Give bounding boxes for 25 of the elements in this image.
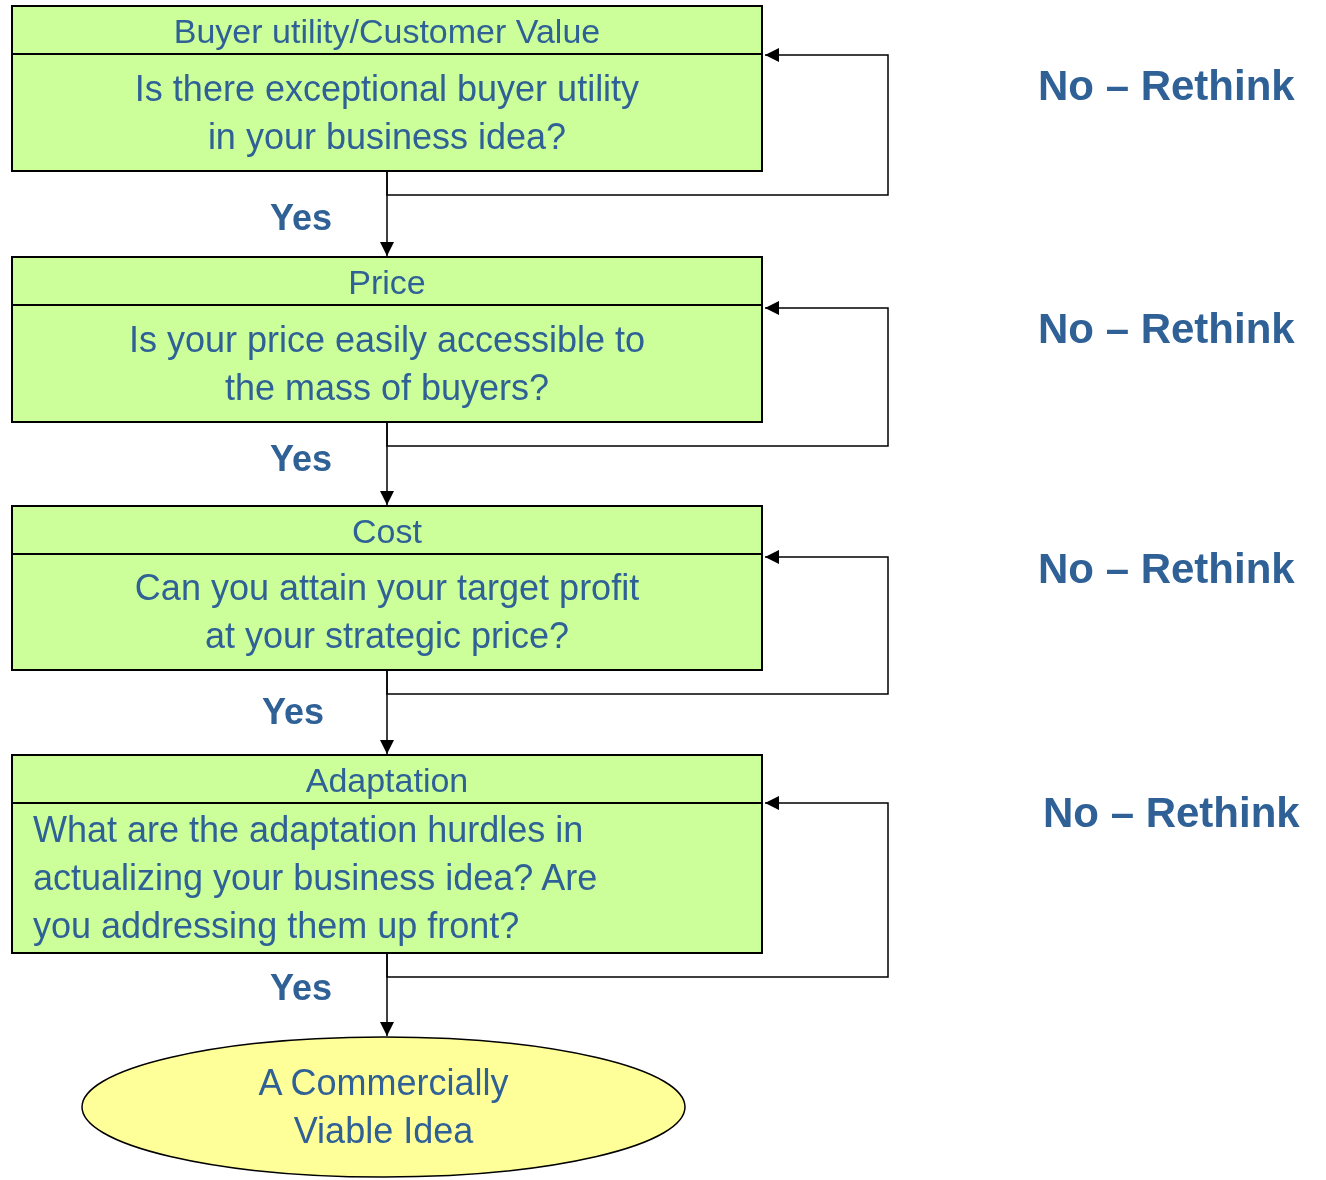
edge-label: Yes [270, 197, 333, 239]
feedback-arrow [386, 48, 889, 196]
rethink-label: No – Rethink [1038, 545, 1295, 593]
rethink-label: No – Rethink [1043, 789, 1300, 837]
question-text: Is your price easily accessible to the mass of buyers? [127, 317, 647, 410]
rethink-label: No – Rethink [1038, 62, 1295, 110]
edge-label: Yes [262, 691, 325, 733]
decision-box [11, 256, 763, 423]
box-heading: Buyer utility/Customer Value [13, 7, 761, 55]
feedback-arrow [386, 550, 889, 695]
outcome-text: A Commercially Viable Idea [257, 1061, 510, 1153]
edge-label: Yes [270, 438, 333, 480]
decision-box [11, 505, 763, 671]
question-text: What are the adaptation hurdles in actualizing your business idea? Are you addressing them up front? [33, 808, 599, 948]
feedback-arrow [386, 301, 889, 447]
question-text: Can you attain your target profit at your strategic price? [133, 566, 641, 658]
feedback-arrow [386, 796, 889, 978]
edge-label: Yes [270, 967, 333, 1009]
box-heading: Cost [13, 507, 761, 555]
rethink-label: No – Rethink [1038, 305, 1295, 353]
decision-box [11, 754, 763, 954]
box-heading: Adaptation [13, 756, 761, 804]
box-heading: Price [13, 258, 761, 306]
decision-box [11, 5, 763, 172]
question-text: Is there exceptional buyer utility in your business idea? [133, 66, 641, 159]
